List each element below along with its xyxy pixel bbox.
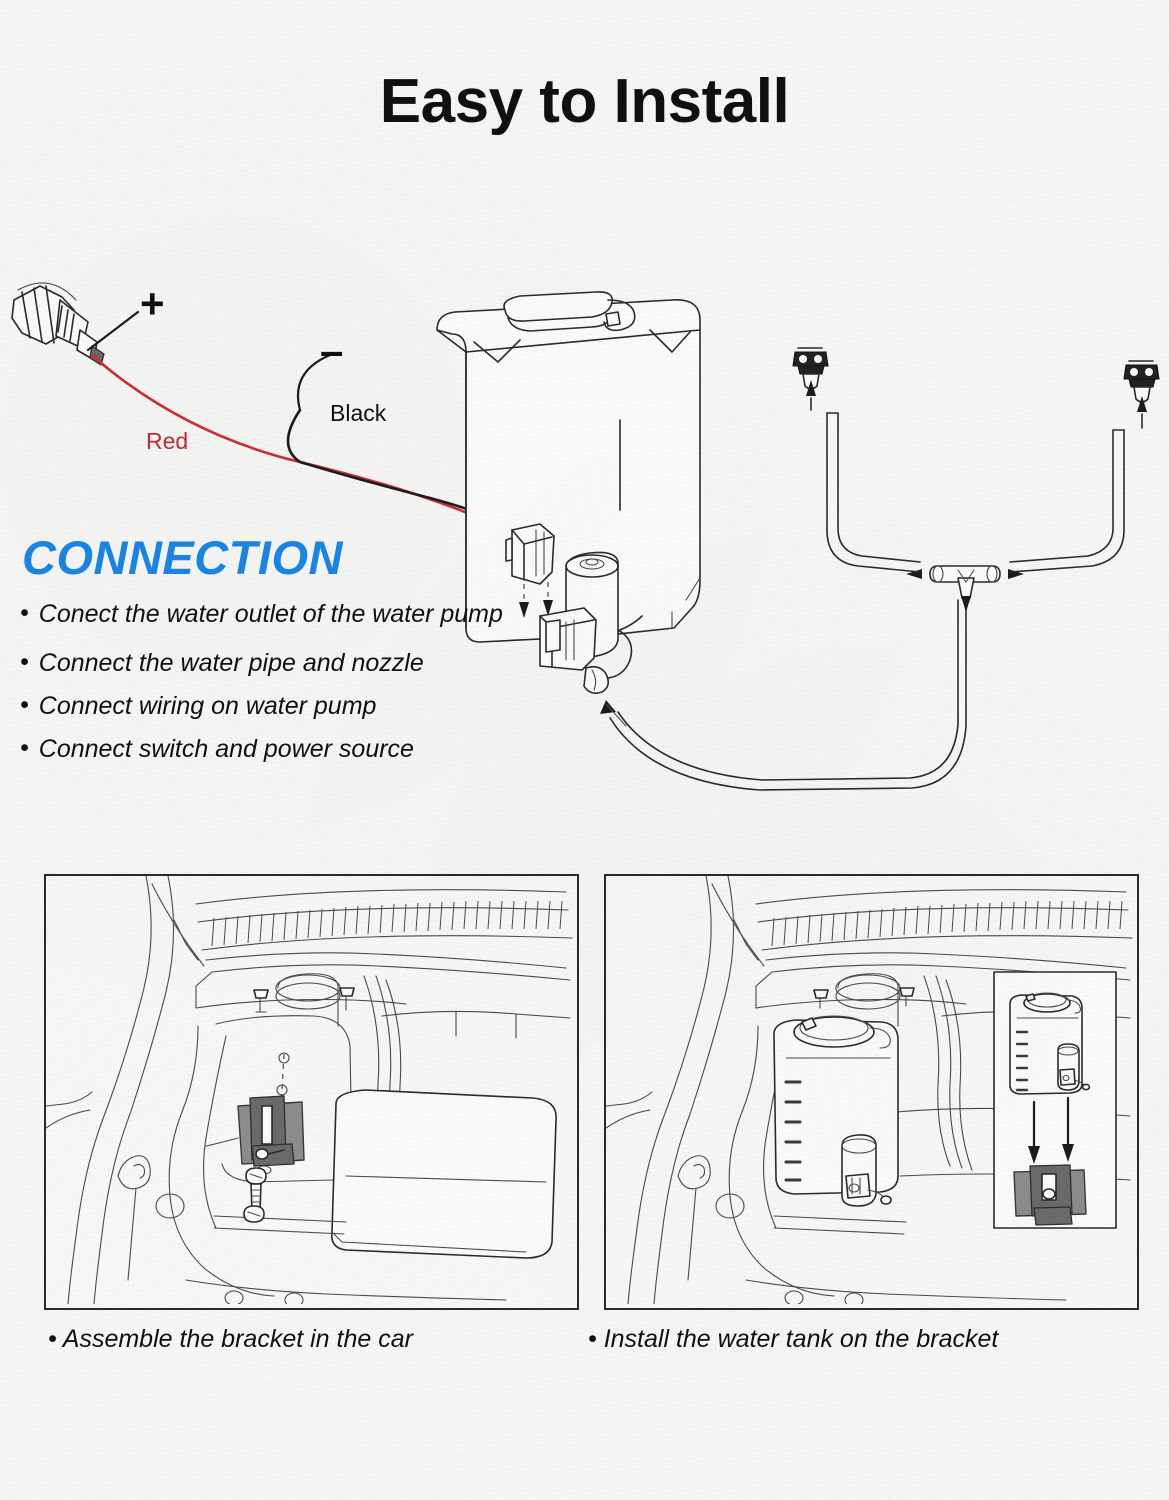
bullet-icon: • <box>20 599 29 627</box>
engine-bay-bracket-illustration <box>46 876 573 1304</box>
washer-fluid-tank-drawing <box>436 291 701 643</box>
bracket-part <box>237 1095 305 1167</box>
step-text: Conect the water outlet of the water pum… <box>38 600 503 628</box>
main-hose <box>600 599 967 791</box>
power-switch-icon <box>11 282 105 366</box>
panel-tank <box>604 874 1139 1310</box>
black-wire-label: Black <box>330 400 387 426</box>
bullet-icon: • <box>20 691 29 719</box>
list-item: • Connect switch and power source <box>20 735 540 764</box>
hose-left <box>826 412 921 573</box>
hose-right <box>1009 429 1125 573</box>
installed-tank <box>773 1015 899 1207</box>
step-text: Connect the water pipe and nozzle <box>38 649 424 677</box>
wiring-connector-icon <box>505 523 555 618</box>
list-item: • Conect the water outlet of the water p… <box>20 600 540 629</box>
washer-nozzle-right-icon <box>1123 360 1160 403</box>
connection-heading: CONNECTION <box>22 531 343 584</box>
negative-terminal-label: – <box>320 327 344 374</box>
list-item: • Connect the water pipe and nozzle <box>20 649 540 678</box>
nozzle-right-arrow <box>1137 396 1147 412</box>
nozzle-left-arrow <box>806 380 816 396</box>
step-text: Connect switch and power source <box>38 735 414 763</box>
tee-hose-connector-icon <box>906 565 1024 612</box>
install-inset <box>993 971 1117 1229</box>
page-title: Easy to Install <box>379 67 790 136</box>
red-wire-label: Red <box>146 428 189 454</box>
connection-steps-list: • Conect the water outlet of the water p… <box>20 600 540 778</box>
bullet-icon: • <box>20 648 29 676</box>
step-text: Connect wiring on water pump <box>38 692 377 720</box>
connection-diagram <box>11 282 1160 791</box>
panel-tank-caption: • Install the water tank on the bracket <box>588 1325 999 1353</box>
positive-terminal-label: + <box>140 280 165 327</box>
negative-leader-line <box>296 353 332 412</box>
panel-bracket <box>44 874 579 1310</box>
engine-bay-tank-illustration <box>606 876 1133 1304</box>
list-item: • Connect wiring on water pump <box>20 692 540 721</box>
bullet-icon: • <box>20 734 29 762</box>
panel-bracket-caption: • Assemble the bracket in the car <box>48 1325 413 1353</box>
water-pump-icon <box>539 551 633 694</box>
positive-leader-line <box>86 310 140 352</box>
